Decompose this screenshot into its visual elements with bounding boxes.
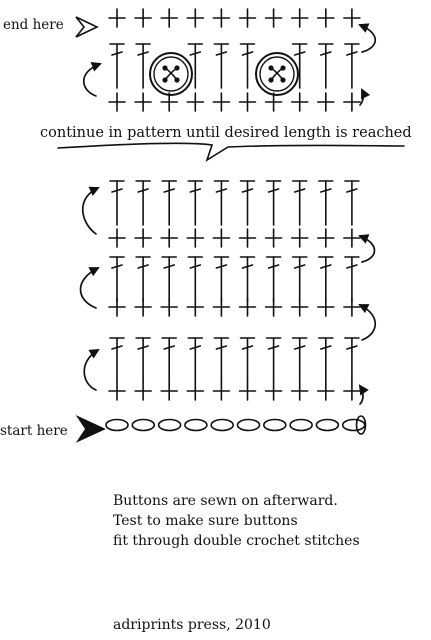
continue-pattern-label: continue in pattern until desired length… xyxy=(40,125,412,141)
dc-stitch xyxy=(137,264,149,269)
dc-stitch xyxy=(215,188,228,193)
dc-stitch xyxy=(137,51,149,56)
row-dc-1 xyxy=(109,337,360,383)
dc-stitch xyxy=(241,51,254,56)
row-sc-top-1 xyxy=(108,8,361,28)
dc-stitch xyxy=(293,345,306,350)
dc-stitch xyxy=(137,345,149,350)
turn-arrow-right-5 xyxy=(358,234,376,263)
button-2 xyxy=(255,52,299,96)
button-thread xyxy=(164,67,178,81)
button-rim xyxy=(255,52,299,96)
end-arrow-icon xyxy=(75,16,99,38)
dc-stitch xyxy=(267,188,280,193)
chain-stitch xyxy=(184,418,208,432)
dc-stitch xyxy=(319,264,332,269)
row-dc-buttonhole xyxy=(109,43,360,89)
dc-stitch xyxy=(267,264,280,269)
chain-stitch xyxy=(236,418,261,432)
dc-stitch xyxy=(215,345,228,350)
row-sc-5 xyxy=(108,228,361,248)
button-1 xyxy=(149,52,193,96)
dc-stitch xyxy=(319,345,332,350)
dc-stitch xyxy=(215,51,228,56)
turn-arrow-top-left xyxy=(82,62,102,97)
dc-stitch xyxy=(241,264,254,269)
note-line-1: Buttons are sewn on afterward. xyxy=(113,493,338,509)
row-dc-5 xyxy=(109,180,360,226)
note-line-3: fit through double crochet stitches xyxy=(113,533,360,549)
turn-arrow-left-3 xyxy=(79,267,100,309)
dc-stitch xyxy=(163,188,175,193)
turn-arrow-right-3 xyxy=(358,304,377,341)
dc-stitch xyxy=(215,264,228,269)
start-arrow-icon xyxy=(75,415,106,443)
dc-stitch xyxy=(319,51,332,56)
dc-stitch xyxy=(111,51,123,56)
chain-stitch xyxy=(210,418,234,432)
dc-stitch xyxy=(267,345,280,350)
turning-chain xyxy=(355,415,367,435)
start-here-label: start here xyxy=(0,423,68,439)
dc-stitch xyxy=(241,188,254,193)
dc-stitch xyxy=(111,345,123,350)
note-line-2: Test to make sure buttons xyxy=(113,513,298,529)
dc-stitch xyxy=(293,264,306,269)
dc-stitch xyxy=(111,188,123,193)
chain-stitch xyxy=(289,418,313,432)
dc-stitch xyxy=(346,345,358,350)
dc-stitch xyxy=(241,345,254,350)
turn-arrow-top-right-2 xyxy=(359,88,371,106)
dc-stitch xyxy=(293,51,306,56)
dc-stitch xyxy=(346,188,358,193)
dc-stitch xyxy=(189,51,202,56)
dc-stitch xyxy=(189,188,202,193)
dc-stitch xyxy=(111,264,123,269)
end-here-label: end here xyxy=(3,17,64,33)
dc-stitch xyxy=(346,51,358,56)
chain-stitch xyxy=(315,418,340,432)
button-inner xyxy=(153,56,189,92)
chain-stitch xyxy=(157,418,182,432)
chain-stitch xyxy=(105,418,129,432)
dc-stitch xyxy=(163,264,175,269)
button-thread xyxy=(270,67,284,81)
chain-stitch xyxy=(341,418,366,432)
turn-arrow-left-1 xyxy=(83,348,100,391)
button-inner xyxy=(259,56,295,92)
foundation-chain xyxy=(105,415,367,435)
dc-stitch xyxy=(293,188,306,193)
footer-credit: adriprints press, 2010 xyxy=(113,617,271,633)
turn-arrow-left-5 xyxy=(81,186,100,235)
button-rim xyxy=(149,52,193,96)
row-dc-3 xyxy=(109,256,360,302)
dc-stitch xyxy=(319,188,332,193)
turn-arrow-right-1 xyxy=(358,384,369,405)
dc-stitch xyxy=(189,264,202,269)
dc-stitch xyxy=(137,188,149,193)
row-sc-top-2 xyxy=(108,92,361,112)
dc-stitch xyxy=(346,264,358,269)
chain-stitch xyxy=(131,418,156,432)
dc-stitch xyxy=(189,345,202,350)
dc-stitch xyxy=(163,345,175,350)
row-sc-3 xyxy=(108,297,361,317)
chain-stitch xyxy=(262,418,287,432)
continue-break-line xyxy=(57,142,405,162)
row-sc-1 xyxy=(108,381,361,401)
turn-arrow-top-right xyxy=(358,23,377,53)
